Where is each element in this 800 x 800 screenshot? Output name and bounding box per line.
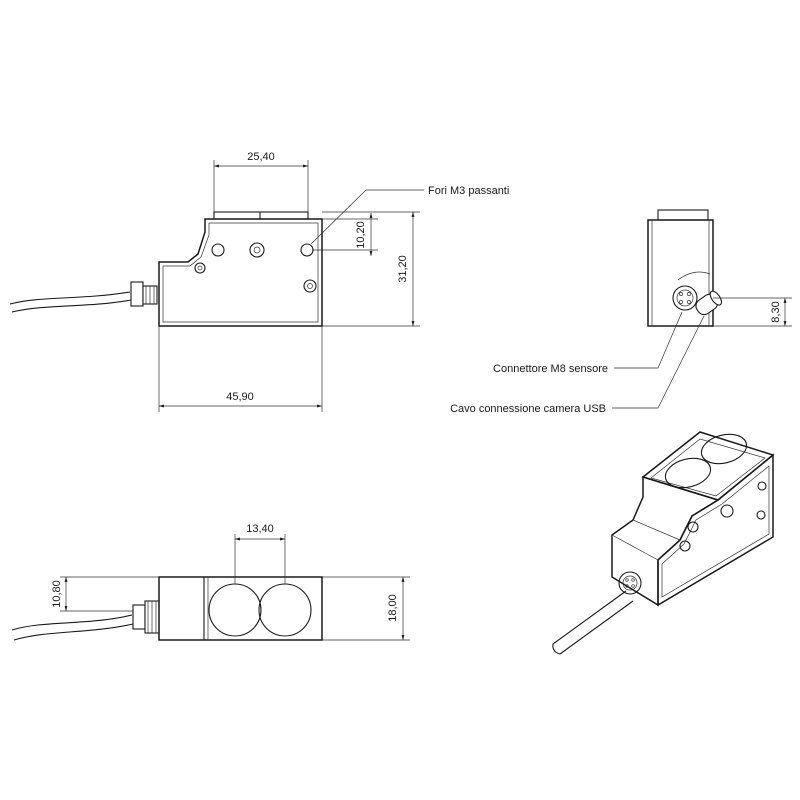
dim-front-hole-offset: 10,20 — [355, 221, 367, 249]
bottom-body — [158, 576, 323, 641]
bottom-lens-right — [258, 583, 312, 637]
bottom-cable-bottom — [13, 623, 134, 641]
dim-front-width-top: 25,40 — [247, 151, 275, 163]
side-top-plate — [657, 209, 709, 221]
isometric-view — [552, 431, 775, 655]
front-top-plate — [213, 211, 309, 220]
bottom-cable-top — [11, 614, 133, 631]
front-cable-bottom — [11, 299, 132, 313]
iso-top-face — [641, 431, 775, 501]
iso-left-face — [611, 475, 720, 607]
iso-connector — [618, 571, 642, 595]
dim-bottom-height: 18,00 — [387, 594, 399, 622]
iso-lens-2 — [700, 433, 748, 465]
callout-usb-cable: Cavo connessione camera USB — [450, 403, 606, 415]
front-body — [158, 218, 323, 327]
side-usb-cable — [695, 290, 723, 316]
side-view: 8,30 Connettore M8 sensore Cavo connessi… — [450, 209, 792, 415]
callout-m3-holes: Fori M3 passanti — [428, 185, 509, 197]
front-hole-1 — [211, 243, 225, 257]
iso-hole-4 — [756, 510, 766, 520]
side-m8-connector — [672, 285, 698, 311]
bottom-lens-left — [208, 583, 262, 637]
dim-side-connector-height: 8,30 — [770, 301, 782, 322]
bottom-view: 13,40 10,80 18,00 — [11, 523, 410, 641]
front-hole-2 — [300, 243, 314, 257]
front-connector — [130, 281, 144, 307]
dim-front-height: 31,20 — [397, 255, 409, 283]
iso-hole-5 — [679, 540, 691, 552]
bottom-connector — [132, 604, 146, 630]
dim-bottom-cable-offset: 10,80 — [51, 580, 63, 608]
iso-right-face — [657, 453, 774, 607]
iso-hole-3 — [757, 481, 767, 491]
side-body — [647, 219, 714, 327]
iso-hole-1 — [687, 521, 699, 533]
dim-front-length: 45,90 — [226, 391, 254, 403]
iso-cable-b — [559, 600, 634, 655]
callout-m8-connector: Connettore M8 sensore — [493, 363, 608, 375]
front-cable-top — [9, 291, 131, 305]
front-hole-center — [249, 242, 265, 258]
iso-lens-1 — [664, 457, 712, 489]
front-view: 25,40 10,20 31,20 45,90 Fori M3 passanti — [9, 151, 509, 412]
iso-hole-2 — [720, 504, 734, 518]
dim-bottom-lens-spacing: 13,40 — [246, 523, 274, 535]
front-hole-3 — [194, 262, 206, 274]
front-hole-4 — [303, 279, 317, 293]
iso-cable-a — [552, 590, 627, 645]
